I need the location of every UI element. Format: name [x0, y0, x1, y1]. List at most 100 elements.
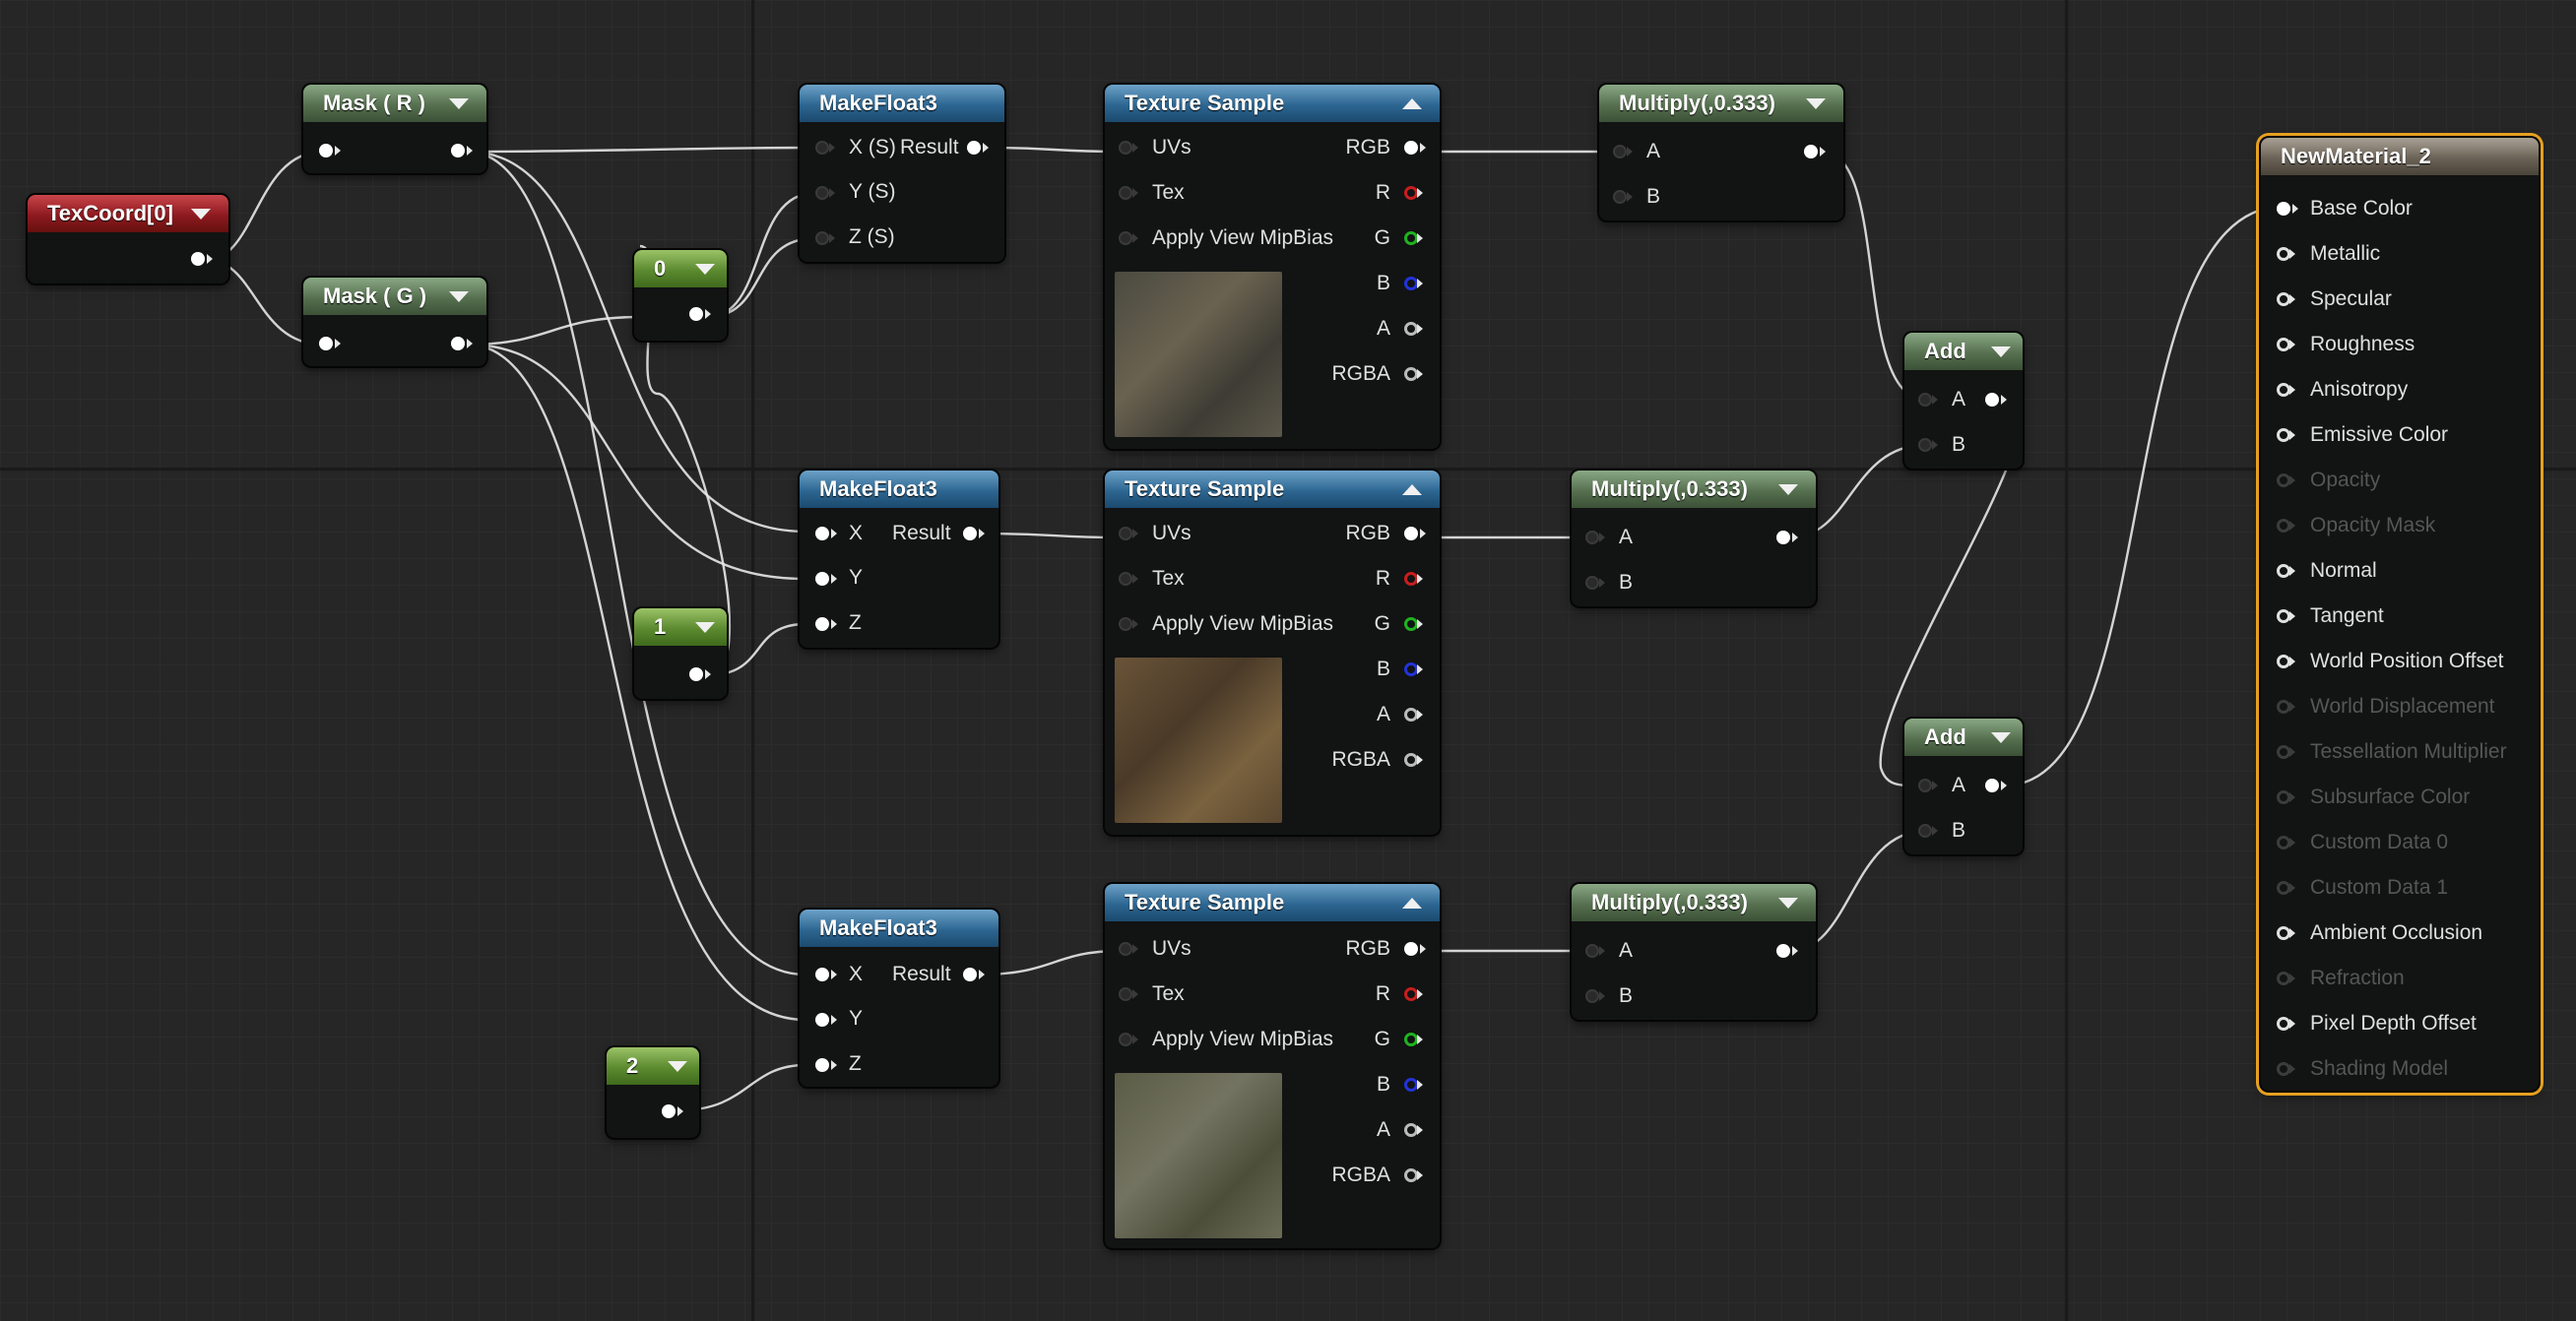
collapse-arrow-icon[interactable]: [695, 264, 715, 275]
texture-sample-node-top[interactable]: Texture Sample UVs Tex Apply View MipBia…: [1105, 85, 1440, 449]
material-input-pin[interactable]: [2277, 1062, 2295, 1076]
add-output-pin[interactable]: [1985, 393, 2007, 407]
makefloat3-node-top[interactable]: MakeFloat3 X (S) Result Y (S) Z (S): [800, 85, 1004, 262]
result-output-pin[interactable]: [963, 968, 985, 981]
collapse-arrow-icon[interactable]: [1402, 898, 1422, 909]
b-output-pin[interactable]: [1404, 662, 1423, 676]
material-input-pin[interactable]: [2277, 519, 2295, 533]
material-input-pin[interactable]: [2277, 564, 2295, 578]
constant-1-node[interactable]: 1: [634, 608, 727, 699]
texcoord-output-pin[interactable]: [191, 252, 213, 266]
collapse-arrow-icon[interactable]: [1778, 484, 1798, 495]
uvs-input-pin[interactable]: [1119, 141, 1138, 155]
rgb-output-pin[interactable]: [1404, 942, 1426, 956]
collapse-arrow-icon[interactable]: [1991, 346, 2011, 357]
tex-input-pin[interactable]: [1119, 987, 1138, 1001]
b-input-pin[interactable]: [1585, 989, 1605, 1003]
mask-g-output-pin[interactable]: [451, 337, 473, 350]
add-node-bottom[interactable]: Add A B: [1904, 719, 2023, 854]
rgb-output-pin[interactable]: [1404, 141, 1426, 155]
result-output-pin[interactable]: [967, 141, 989, 155]
multiply-output-pin[interactable]: [1776, 531, 1798, 544]
g-output-pin[interactable]: [1404, 617, 1423, 631]
material-input-pin[interactable]: [2277, 745, 2295, 759]
collapse-arrow-icon[interactable]: [1991, 732, 2011, 743]
b-output-pin[interactable]: [1404, 277, 1423, 290]
r-output-pin[interactable]: [1404, 186, 1423, 200]
material-input-pin[interactable]: [2277, 836, 2295, 849]
collapse-arrow-icon[interactable]: [1806, 98, 1826, 109]
collapse-arrow-icon[interactable]: [1778, 898, 1798, 909]
z-input-pin[interactable]: [815, 617, 837, 631]
material-input-pin[interactable]: [2277, 1017, 2295, 1031]
y-input-pin[interactable]: [815, 1013, 837, 1027]
a-input-pin[interactable]: [1613, 145, 1633, 158]
tex-input-pin[interactable]: [1119, 186, 1138, 200]
x-input-pin[interactable]: [815, 141, 835, 155]
y-input-pin[interactable]: [815, 572, 837, 586]
texcoord-node[interactable]: TexCoord[0]: [28, 195, 228, 283]
mask-g-node[interactable]: Mask ( G ): [303, 278, 486, 366]
material-input-pin[interactable]: [2277, 609, 2295, 623]
collapse-arrow-icon[interactable]: [668, 1061, 687, 1072]
material-input-pin[interactable]: [2277, 247, 2295, 261]
tex-input-pin[interactable]: [1119, 572, 1138, 586]
collapse-arrow-icon[interactable]: [1402, 98, 1422, 109]
material-input-pin[interactable]: [2277, 338, 2295, 351]
multiply-node-middle[interactable]: Multiply(,0.333) A B: [1572, 471, 1816, 606]
makefloat3-node-middle[interactable]: MakeFloat3 X Result Y Z: [800, 471, 998, 648]
material-input-pin[interactable]: [2277, 700, 2295, 714]
material-input-pin[interactable]: [2277, 428, 2295, 442]
a-input-pin[interactable]: [1585, 531, 1605, 544]
rgb-output-pin[interactable]: [1404, 527, 1426, 540]
b-input-pin[interactable]: [1613, 190, 1633, 204]
b-input-pin[interactable]: [1918, 824, 1938, 838]
mipbias-input-pin[interactable]: [1119, 1033, 1138, 1046]
multiply-node-bottom[interactable]: Multiply(,0.333) A B: [1572, 884, 1816, 1020]
a-output-pin[interactable]: [1404, 322, 1423, 336]
b-output-pin[interactable]: [1404, 1078, 1423, 1092]
b-input-pin[interactable]: [1918, 438, 1938, 452]
material-input-pin[interactable]: [2277, 972, 2295, 985]
x-input-pin[interactable]: [815, 527, 837, 540]
z-input-pin[interactable]: [815, 231, 835, 245]
r-output-pin[interactable]: [1404, 987, 1423, 1001]
constant-2-output-pin[interactable]: [662, 1104, 683, 1118]
mask-r-node[interactable]: Mask ( R ): [303, 85, 486, 173]
collapse-arrow-icon[interactable]: [1402, 484, 1422, 495]
material-input-pin[interactable]: [2277, 926, 2295, 940]
multiply-output-pin[interactable]: [1776, 944, 1798, 958]
collapse-arrow-icon[interactable]: [191, 209, 211, 220]
texture-sample-node-middle[interactable]: Texture Sample UVs Tex Apply View MipBia…: [1105, 471, 1440, 835]
texture-sample-node-bottom[interactable]: Texture Sample UVs Tex Apply View MipBia…: [1105, 884, 1440, 1248]
constant-0-output-pin[interactable]: [689, 307, 711, 321]
g-output-pin[interactable]: [1404, 1033, 1423, 1046]
material-input-pin[interactable]: [2277, 473, 2295, 487]
z-input-pin[interactable]: [815, 1058, 837, 1072]
a-input-pin[interactable]: [1918, 779, 1938, 792]
constant-1-output-pin[interactable]: [689, 667, 711, 681]
multiply-output-pin[interactable]: [1804, 145, 1826, 158]
collapse-arrow-icon[interactable]: [449, 291, 469, 302]
material-input-pin[interactable]: [2277, 790, 2295, 804]
r-output-pin[interactable]: [1404, 572, 1423, 586]
mask-r-output-pin[interactable]: [451, 144, 473, 157]
rgba-output-pin[interactable]: [1404, 367, 1423, 381]
x-input-pin[interactable]: [815, 968, 837, 981]
material-input-pin[interactable]: [2277, 383, 2295, 397]
material-input-pin[interactable]: [2277, 202, 2298, 216]
collapse-arrow-icon[interactable]: [449, 98, 469, 109]
b-input-pin[interactable]: [1585, 576, 1605, 590]
y-input-pin[interactable]: [815, 186, 835, 200]
rgba-output-pin[interactable]: [1404, 753, 1423, 767]
mipbias-input-pin[interactable]: [1119, 231, 1138, 245]
a-input-pin[interactable]: [1585, 944, 1605, 958]
multiply-node-top[interactable]: Multiply(,0.333) A B: [1599, 85, 1843, 220]
add-node-top[interactable]: Add A B: [1904, 333, 2023, 469]
a-input-pin[interactable]: [1918, 393, 1938, 407]
makefloat3-node-bottom[interactable]: MakeFloat3 X Result Y Z: [800, 910, 998, 1087]
a-output-pin[interactable]: [1404, 1123, 1423, 1137]
uvs-input-pin[interactable]: [1119, 527, 1138, 540]
